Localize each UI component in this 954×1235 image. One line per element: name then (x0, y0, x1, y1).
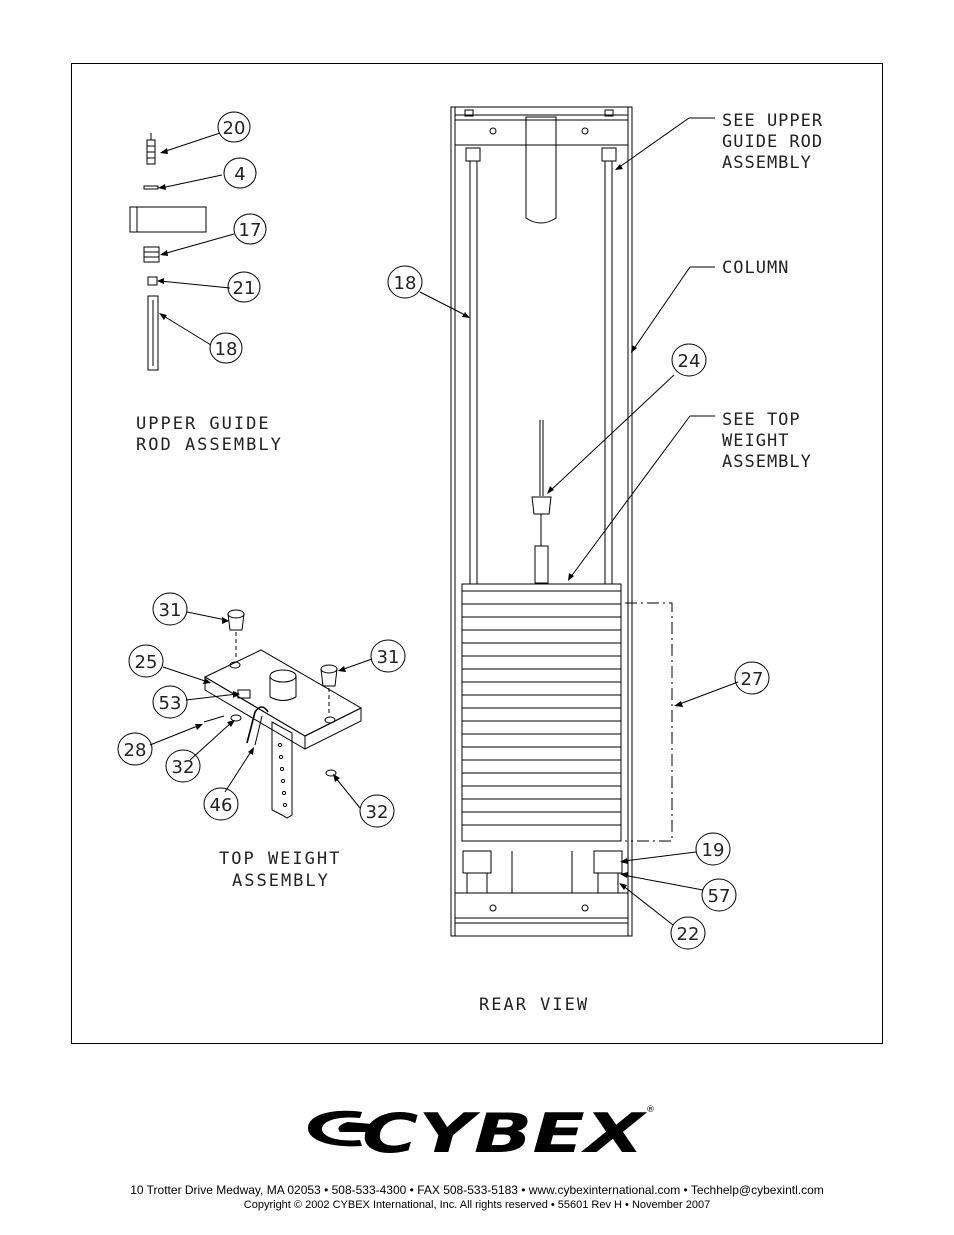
top-weight-label-line2: ASSEMBLY (232, 871, 330, 891)
rear-view-column (450, 106, 673, 937)
registered-mark: ® (646, 1105, 655, 1115)
cybex-logo: CYBEX ® (300, 1100, 660, 1165)
upper-guide-label-line1: UPPER GUIDE (136, 414, 271, 434)
part-number-57: 57 (708, 886, 731, 907)
part-number-31-b: 31 (377, 647, 400, 668)
part-number-28: 28 (124, 740, 147, 761)
footer: 10 Trotter Drive Medway, MA 02053 • 508-… (0, 1183, 954, 1213)
part-number-27: 27 (741, 669, 764, 690)
part-number-53: 53 (159, 693, 182, 714)
top-weight-label-line1: TOP WEIGHT (219, 849, 341, 869)
callout-see-top-line2: WEIGHT (722, 431, 789, 451)
part-number-20: 20 (223, 118, 246, 139)
upper-guide-label-line2: ROD ASSEMBLY (136, 435, 283, 455)
part-number-46: 46 (210, 795, 233, 816)
part-number-17: 17 (239, 220, 262, 241)
part-number-18-left: 18 (215, 339, 238, 360)
part-number-21: 21 (233, 278, 256, 299)
footer-address: 10 Trotter Drive Medway, MA 02053 • 508-… (130, 1183, 824, 1197)
part-number-19: 19 (702, 840, 725, 861)
part-number-22: 22 (677, 924, 700, 945)
callout-column: COLUMN (722, 258, 789, 278)
rear-view-label: REAR VIEW (479, 995, 589, 1015)
rear-view-leaders (419, 117, 739, 926)
callout-see-upper-line1: SEE UPPER (722, 111, 823, 131)
part-number-4: 4 (234, 164, 245, 185)
top-weight-assembly: 31 25 31 53 28 32 46 32 (117, 592, 406, 828)
upper-guide-rod-assembly: 20 4 17 21 18 (129, 111, 267, 371)
part-number-32-b: 32 (366, 802, 389, 823)
logo-wordmark: CYBEX (362, 1102, 647, 1160)
callout-see-top-line1: SEE TOP (722, 410, 801, 430)
callout-see-top-line3: ASSEMBLY (722, 452, 812, 472)
rear-view-bubbles: 18 24 27 19 57 22 (387, 265, 770, 950)
part-number-24: 24 (678, 351, 701, 372)
callout-see-upper-line3: ASSEMBLY (722, 153, 812, 173)
part-number-25: 25 (135, 652, 158, 673)
callout-see-upper-line2: GUIDE ROD (722, 132, 823, 152)
part-number-32-a: 32 (172, 757, 195, 778)
footer-copyright: Copyright © 2002 CYBEX International, In… (243, 1199, 711, 1211)
part-number-31-a: 31 (159, 600, 182, 621)
part-number-18-main: 18 (394, 273, 417, 294)
